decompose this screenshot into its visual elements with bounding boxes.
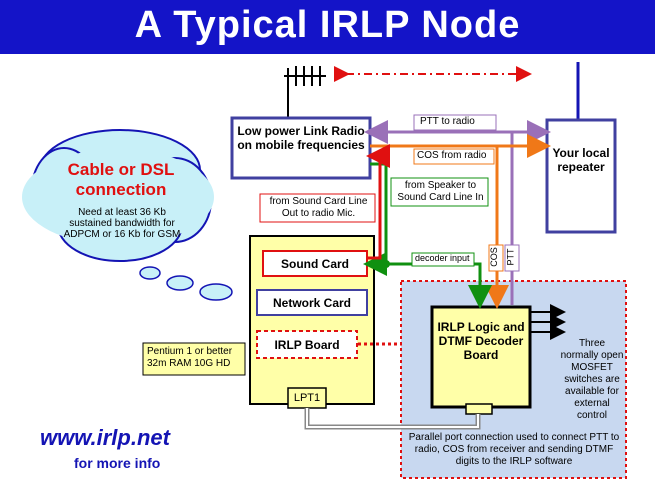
cloud-icon [22, 129, 233, 301]
cos-label-box [413, 148, 495, 165]
line-out-wire [366, 144, 390, 260]
irlp-board-box [256, 330, 358, 359]
link-radio-label: Low power Link Radio on mobile frequenci… [237, 124, 365, 152]
yagi-antenna-icon [284, 66, 326, 118]
speaker-label-box [390, 177, 489, 207]
spec-box [142, 342, 246, 376]
spec-label: Pentium 1 or better 32m RAM 10G HD [147, 346, 233, 369]
network-card-label: Network Card [272, 296, 352, 310]
lineout-label-box [259, 193, 376, 223]
sound-card-label: Sound Card [281, 257, 349, 271]
network-card-box [256, 289, 368, 316]
logic-board-box [430, 305, 532, 409]
line-out-to-mic-label: from Sound Card Line Out to radio Mic. [269, 196, 368, 219]
cos-vert-box [488, 244, 504, 272]
page-title: A Typical IRLP Node [134, 4, 521, 46]
ptt-label-box [413, 114, 497, 131]
cloud-note: Need at least 36 Kb sustained bandwidth … [63, 207, 181, 240]
cos-from-radio-label: COS from radio [417, 150, 487, 161]
repeater-box [545, 118, 617, 234]
cos-vertical-label: COS [488, 247, 499, 267]
cos-wire [370, 144, 509, 309]
sound-card-box [262, 250, 368, 277]
title-bar [0, 0, 655, 54]
repeater-label: Your local repeater [552, 146, 610, 174]
parallel-port-note: Parallel port connection used to connect… [408, 432, 620, 467]
mosfet-note: Three normally open MOSFET switches are … [560, 338, 624, 421]
ptt-to-radio-label: PTT to radio [420, 116, 475, 127]
speaker-to-line-in-label: from Speaker to Sound Card Line In [397, 180, 484, 203]
ptt-vertical-label: PTT [505, 248, 516, 266]
cloud-heading: Cable or DSL connection [67, 160, 175, 199]
website-link[interactable]: www.irlp.net [40, 425, 170, 450]
decoder-label-box [411, 252, 475, 267]
logic-board-label: IRLP Logic and DTMF Decoder Board [437, 320, 525, 362]
more-info-label: for more info [74, 455, 161, 471]
link-radio-box [230, 116, 372, 180]
ptt-vert-box [504, 244, 520, 272]
logic-board-connector [465, 403, 493, 415]
lpt1-label: LPT1 [293, 392, 321, 404]
irlp-board-label: IRLP Board [274, 338, 340, 352]
decoder-input-label: decoder input [415, 253, 470, 263]
